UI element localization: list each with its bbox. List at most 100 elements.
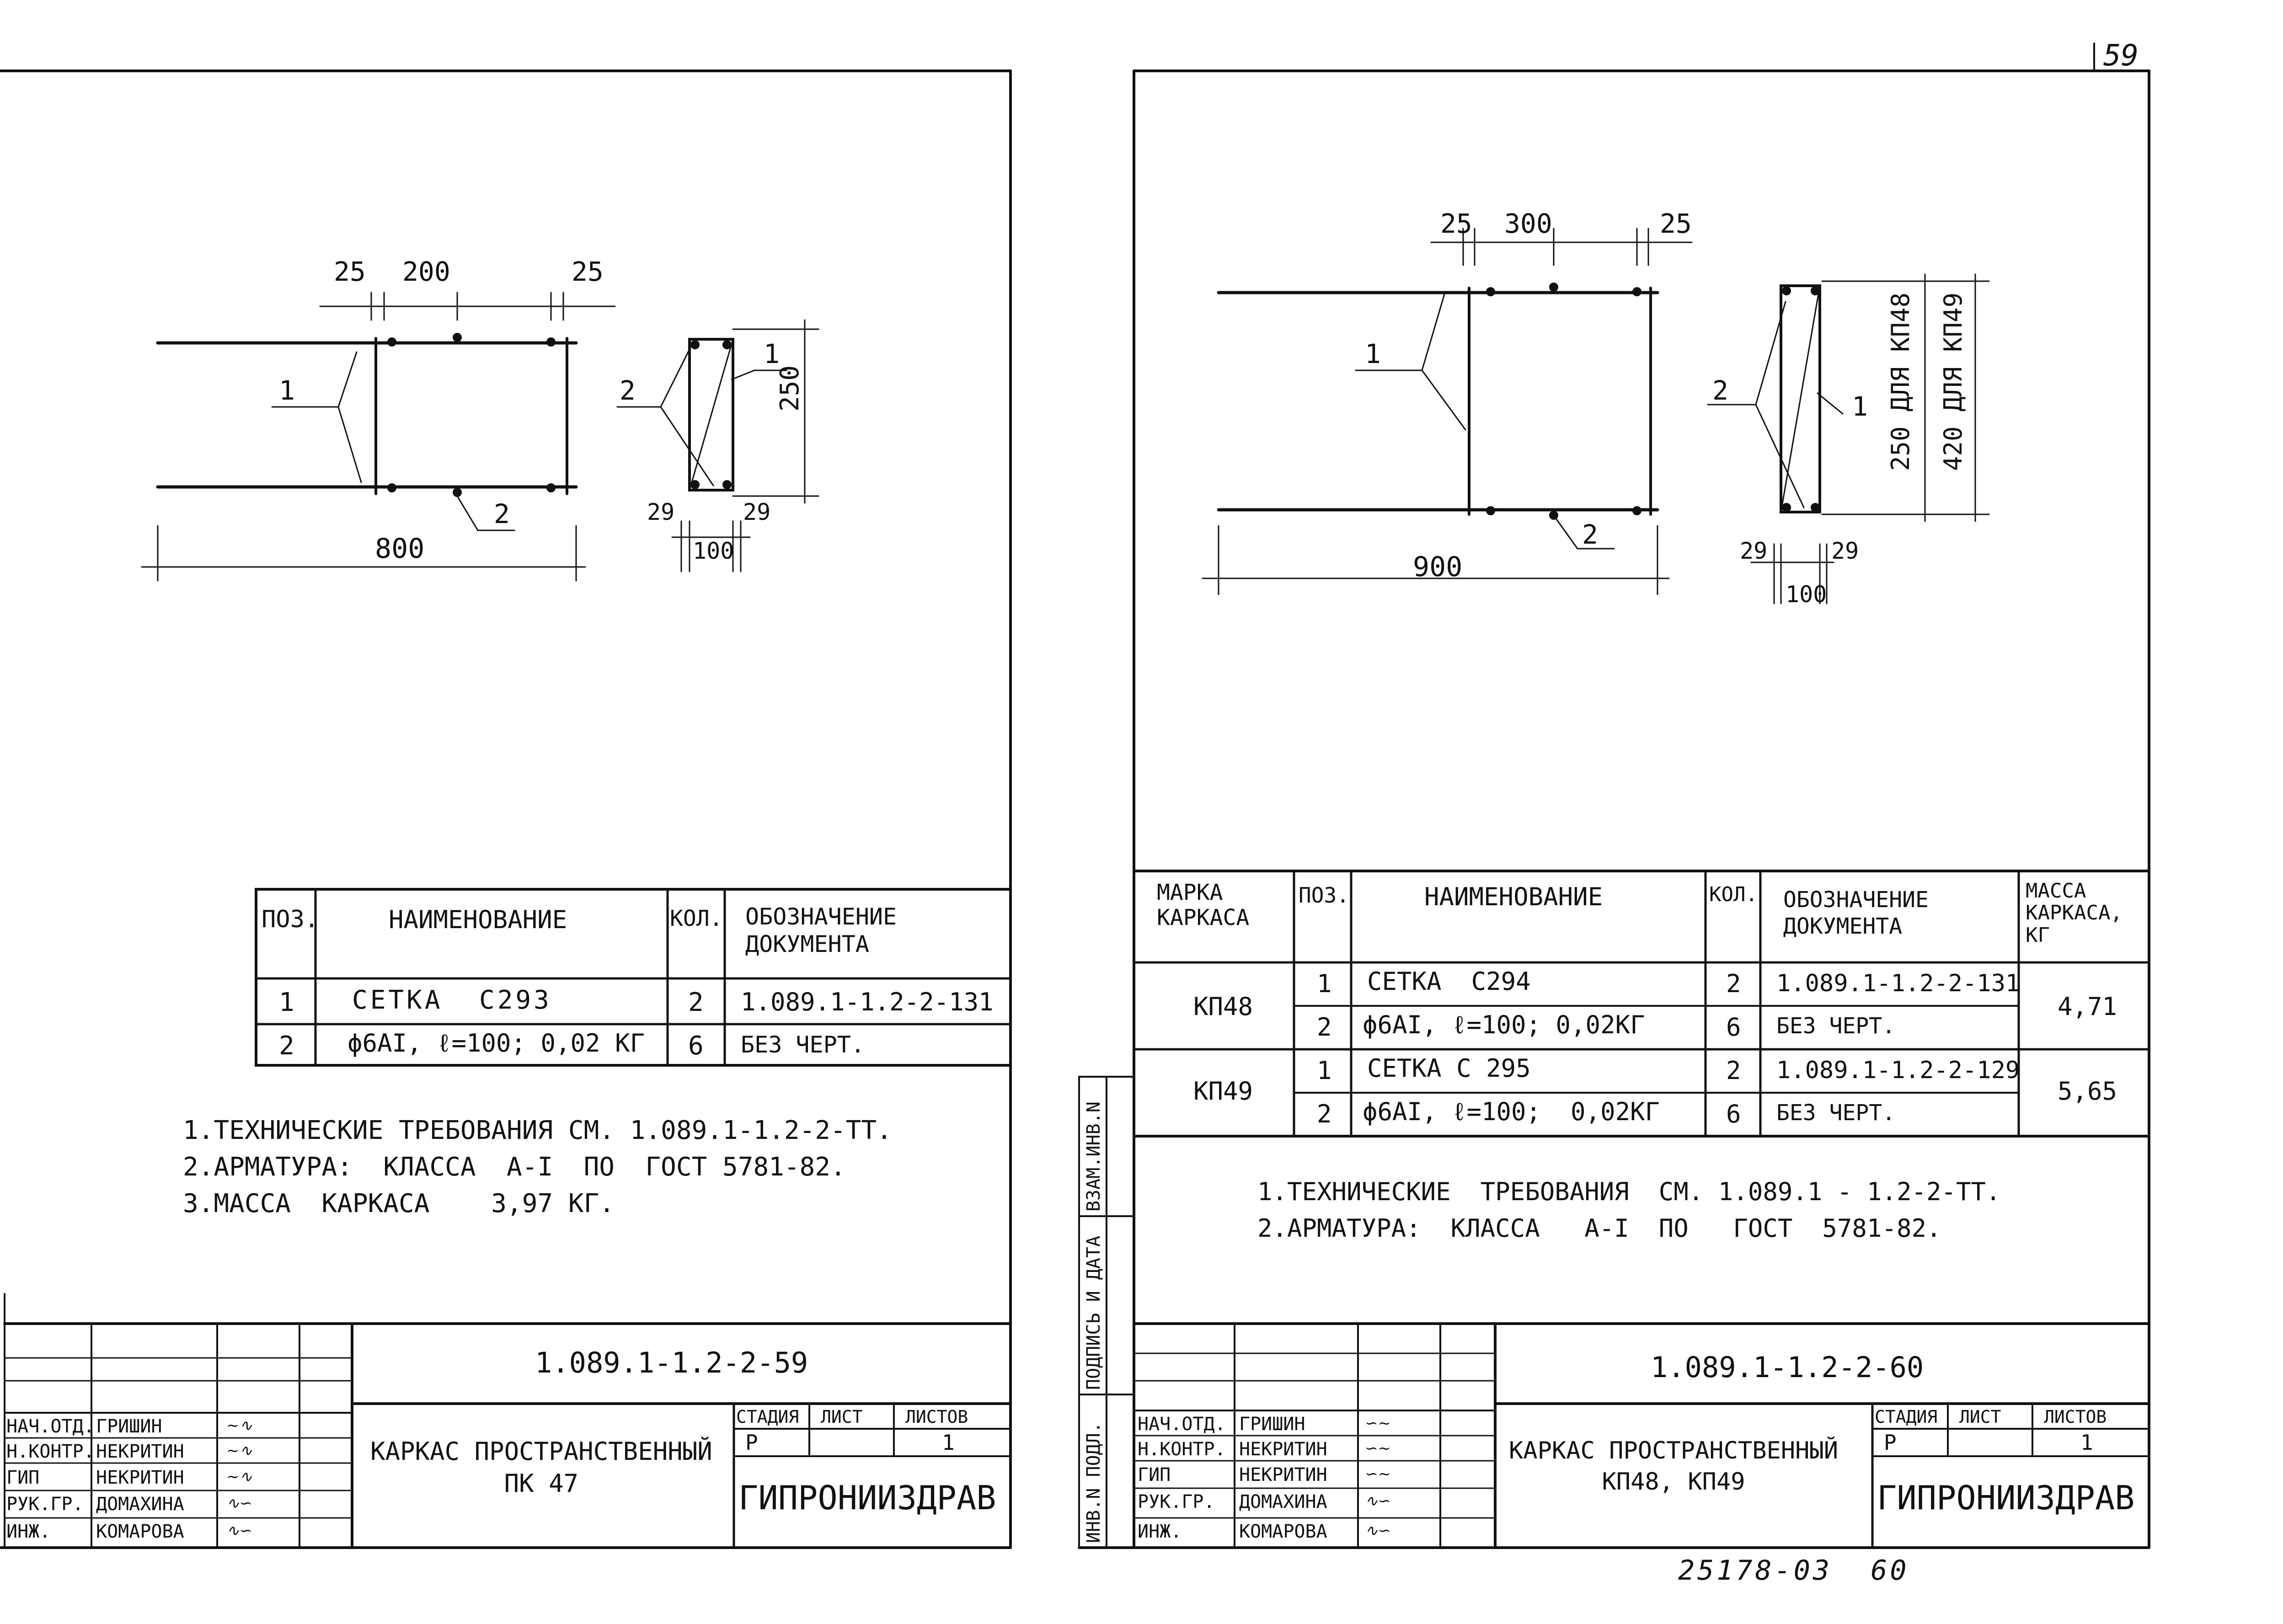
callout-2: 2	[1582, 519, 1598, 550]
sheets-value: 1	[942, 1430, 955, 1455]
staff-role-4: РУК.ГР.	[6, 1494, 84, 1515]
g2-row-1-name: СЕТКА С 295	[1367, 1054, 1531, 1083]
table-row-1-name: СЕТКА С293	[352, 985, 552, 1015]
group-1-mark: КП48	[1193, 992, 1253, 1021]
g2-row-1-doc: 1.089.1-1.2-2-129	[1776, 1057, 2020, 1084]
side-stamp-inv-podl: ИНВ.N ПОДЛ.	[1083, 1422, 1104, 1543]
staff-role-3: ГИП	[1138, 1464, 1171, 1485]
dim-250: 250	[775, 365, 805, 411]
sheets-label: ЛИСТОВ	[2044, 1407, 2107, 1427]
stage-value: Р	[745, 1430, 758, 1455]
org-name: ГИПРОНИИЗДРАВ	[738, 1479, 996, 1517]
signature: ∽~	[1365, 1414, 1391, 1432]
section-callout-2: 2	[620, 375, 636, 406]
table-row-2-qty: 6	[688, 1031, 704, 1061]
dim-25-right: 25	[1660, 208, 1692, 239]
stage-label: СТАДИЯ	[1875, 1407, 1938, 1427]
staff-name-1: ГРИШИН	[96, 1416, 162, 1437]
table-row-2-name: ϕ6AI, ℓ=100; 0,02 КГ	[348, 1029, 645, 1058]
stage-label: СТАДИЯ	[736, 1407, 799, 1427]
staff-name-2: НЕКРИТИН	[1239, 1439, 1327, 1460]
table-header-mark: МАРКА КАРКАСА	[1157, 880, 1250, 931]
dim-25-left: 25	[1440, 208, 1472, 239]
dim-250-kp48: 250 ДЛЯ КП48	[1886, 292, 1915, 471]
g1-row-1-name: СЕТКА С294	[1367, 967, 1531, 996]
section-callout-1: 1	[1852, 391, 1868, 422]
staff-role-2: Н.КОНТР.	[6, 1441, 95, 1462]
staff-name-4: ДОМАХИНА	[1239, 1491, 1327, 1512]
note-2: 2.АРМАТУРА: КЛАССА A-I ПО ГОСТ 5781-82.	[1257, 1214, 1941, 1243]
footer-number: 25178-03 60	[1678, 1555, 1909, 1587]
g2-row-2-name: ϕ6AI, ℓ=100; 0,02КГ	[1363, 1097, 1660, 1126]
g1-row-1-pos: 1	[1317, 969, 1332, 998]
sheet-title: КАРКАС ПРОСТРАНСТВЕННЫЙ ПК 47	[370, 1437, 712, 1498]
doc-code: 1.089.1-1.2-2-59	[535, 1346, 808, 1379]
table-row-1-pos: 1	[279, 988, 294, 1017]
staff-name-3: НЕКРИТИН	[1239, 1464, 1327, 1485]
g2-row-1-qty: 2	[1726, 1056, 1741, 1085]
signature: ∿∽	[1365, 1492, 1391, 1510]
staff-role-5: ИНЖ.	[6, 1521, 51, 1542]
table-header-name: НАИМЕНОВАНИЕ	[389, 905, 567, 934]
table-row-2-pos: 2	[279, 1031, 294, 1061]
signature: ~∿	[226, 1416, 252, 1435]
sheet-label: ЛИСТ	[1959, 1407, 2001, 1427]
dim-420-kp49: 420 ДЛЯ КП49	[1939, 292, 1968, 471]
sheets-value: 1	[2080, 1430, 2093, 1455]
staff-role-4: РУК.ГР.	[1138, 1491, 1215, 1512]
signature: ∽~	[1365, 1439, 1391, 1458]
section-callout-2: 2	[1712, 375, 1728, 406]
g1-row-2-doc: БЕЗ ЧЕРТ.	[1776, 1013, 1896, 1039]
sheets-label: ЛИСТОВ	[905, 1407, 968, 1427]
dim-29-left: 29	[1740, 538, 1768, 564]
page-number: 59	[2103, 39, 2139, 73]
callout-1: 1	[279, 375, 295, 406]
org-name: ГИПРОНИИЗДРАВ	[1877, 1479, 2135, 1517]
note-2: 2.АРМАТУРА: КЛАССА A-I ПО ГОСТ 5781-82.	[183, 1152, 846, 1182]
signature: ~∿	[226, 1442, 252, 1460]
table-header-name: НАИМЕНОВАНИЕ	[1424, 882, 1603, 911]
staff-name-5: КОМАРОВА	[1239, 1521, 1327, 1542]
table-header-mass: МАССА КАРКАСА, КГ	[2026, 879, 2123, 947]
g2-row-2-pos: 2	[1317, 1100, 1332, 1128]
doc-code: 1.089.1-1.2-2-60	[1651, 1351, 1924, 1384]
staff-role-5: ИНЖ.	[1138, 1521, 1182, 1542]
staff-role-1: НАЧ.ОТД.	[1138, 1414, 1226, 1435]
section-callout-1: 1	[764, 338, 780, 369]
g1-row-1-doc: 1.089.1-1.2-2-131	[1776, 970, 2020, 997]
staff-name-3: НЕКРИТИН	[96, 1467, 184, 1488]
note-1: 1.ТЕХНИЧЕСКИЕ ТРЕБОВАНИЯ СМ. 1.089.1 - 1…	[1257, 1177, 2001, 1206]
stage-value: Р	[1884, 1430, 1897, 1455]
staff-role-2: Н.КОНТР.	[1138, 1439, 1226, 1460]
dim-200: 200	[402, 256, 450, 287]
dim-29-left: 29	[647, 499, 675, 525]
dim-29-right: 29	[1831, 538, 1859, 564]
table-row-1-qty: 2	[688, 988, 704, 1017]
sheet-label: ЛИСТ	[821, 1407, 863, 1427]
g1-row-2-name: ϕ6AI, ℓ=100; 0,02КГ	[1363, 1010, 1645, 1039]
dim-100: 100	[693, 538, 734, 564]
dim-100: 100	[1786, 581, 1827, 608]
g1-row-1-qty: 2	[1726, 969, 1741, 998]
staff-role-3: ГИП	[6, 1467, 40, 1488]
table-header-pos: ПОЗ.	[262, 906, 319, 933]
dim-25-left: 25	[334, 256, 366, 287]
table-header-doc: ОБОЗНАЧЕНИЕ ДОКУМЕНТА	[1783, 887, 1929, 939]
group-1-mass: 4,71	[2058, 992, 2117, 1021]
table-header-doc: ОБОЗНАЧЕНИЕ ДОКУМЕНТА	[745, 903, 897, 957]
table-row-1-doc: 1.089.1-1.2-2-131	[741, 988, 994, 1016]
signature: ∿∽	[226, 1522, 252, 1540]
dim-300: 300	[1504, 208, 1552, 239]
callout-2: 2	[494, 498, 510, 529]
staff-role-1: НАЧ.ОТД.	[6, 1416, 95, 1437]
rebar-dots	[387, 283, 1820, 520]
note-3: 3.МАССА КАРКАСА 3,97 КГ.	[183, 1189, 615, 1218]
table-header-qty: КОЛ.	[670, 906, 723, 931]
group-2-mark: КП49	[1193, 1077, 1253, 1106]
staff-name-4: ДОМАХИНА	[96, 1494, 184, 1515]
signature: ∿∽	[1365, 1522, 1391, 1540]
table-header-pos: ПОЗ.	[1299, 883, 1349, 908]
table-row-2-doc: БЕЗ ЧЕРТ.	[741, 1031, 865, 1058]
group-2-mass: 5,65	[2058, 1077, 2117, 1106]
